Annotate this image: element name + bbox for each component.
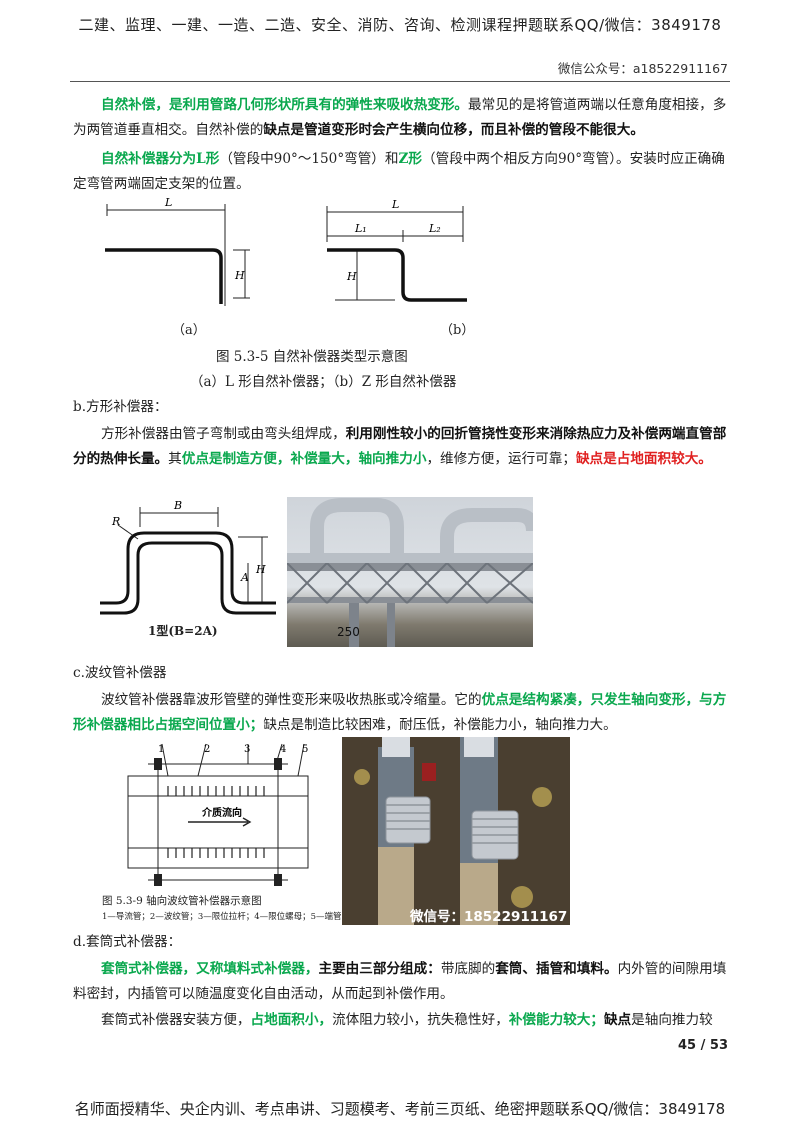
- label-H-square: H: [255, 563, 266, 576]
- part-number-3: 3: [244, 744, 250, 755]
- figure-subcaption-5-3-5: （a）L 形自然补偿器；（b）Z 形自然补偿器: [190, 374, 457, 390]
- figure-caption-5-3-9: 图 5.3-9 轴向波纹管补偿器示意图: [102, 895, 262, 907]
- label-H-a: H: [234, 269, 245, 282]
- label-R: R: [111, 515, 120, 528]
- natural-compensator-diagram: L H L L₁ L₂ H: [105, 196, 467, 306]
- square-compensator-photo: 250: [287, 497, 533, 647]
- bellows-compensator-photo: 微信号：18522911167: [342, 737, 570, 925]
- header-divider: [70, 81, 730, 82]
- bellows-compensator-diagram: 1 2 3 4 5 介质流向: [127, 743, 309, 886]
- paragraph-sleeve-advantages: 套筒式补偿器安装方便，占地面积小，流体阻力较小，抗失稳性好，补偿能力较大；缺点是…: [101, 1012, 713, 1028]
- figure-sub-a: （a）: [172, 323, 206, 338]
- label-H-b: H: [346, 270, 357, 283]
- wechat-account: 微信公众号：a18522911167: [557, 61, 728, 76]
- square-compensator-diagram: R B A H: [100, 499, 276, 615]
- label-L1: L₁: [354, 222, 367, 235]
- part-number-1: 1: [158, 744, 164, 755]
- figure-sub-b: （b）: [440, 323, 475, 338]
- part-number-5: 5: [302, 744, 308, 755]
- section-heading-bellows: c.波纹管补偿器: [73, 665, 167, 681]
- label-L-b: L: [391, 198, 399, 211]
- paragraph-natural-compensation: 自然补偿，是利用管路几何形状所具有的弹性来吸收热变形。最常见的是将管道两端以任意…: [73, 97, 727, 138]
- paragraph-square-compensator: 方形补偿器由管子弯制或由弯头组焊成，利用刚性较小的回折管挠性变形来消除热应力及补…: [73, 426, 727, 467]
- flow-direction-label: 介质流向: [201, 806, 242, 819]
- page-footer: 名师面授精华、央企内训、考点串讲、习题模考、考前三页纸、绝密押题联系QQ/微信：…: [74, 1100, 726, 1118]
- section-heading-square: b.方形补偿器：: [73, 399, 168, 415]
- paragraph-sleeve-compensator: 套筒式补偿器，又称填料式补偿器，主要由三部分组成：带底脚的套筒、插管和填料。内外…: [73, 961, 727, 1002]
- paragraph-natural-types: 自然补偿器分为L形（管段中90°～150°弯管）和Z形（管段中两个相反方向90°…: [73, 151, 725, 192]
- part-number-4: 4: [280, 744, 286, 755]
- page-number: 45 / 53: [678, 1038, 728, 1053]
- page-header: 二建、监理、一建、一造、二造、安全、消防、咨询、检测课程押题联系QQ/微信：38…: [78, 16, 722, 34]
- label-L2: L₂: [428, 222, 441, 235]
- figure-caption-5-3-5: 图 5.3-5 自然补偿器类型示意图: [216, 349, 408, 365]
- section-heading-sleeve: d.套筒式补偿器：: [73, 934, 182, 950]
- photo-watermark: 微信号：18522911167: [410, 909, 568, 925]
- label-B: B: [173, 499, 182, 512]
- square-type-label: 1型(B=2A): [148, 624, 218, 638]
- part-number-2: 2: [204, 744, 210, 755]
- label-A: A: [240, 571, 249, 584]
- photo-label-250: 250: [337, 625, 360, 639]
- label-L-a: L: [164, 196, 172, 209]
- figure-legend-5-3-9: 1—导流管；2—波纹管；3—限位拉杆；4—限位螺母；5—端管: [102, 912, 342, 922]
- paragraph-bellows-compensator: 波纹管补偿器靠波形管壁的弹性变形来吸收热胀或冷缩量。它的优点是结构紧凑，只发生轴…: [73, 692, 727, 733]
